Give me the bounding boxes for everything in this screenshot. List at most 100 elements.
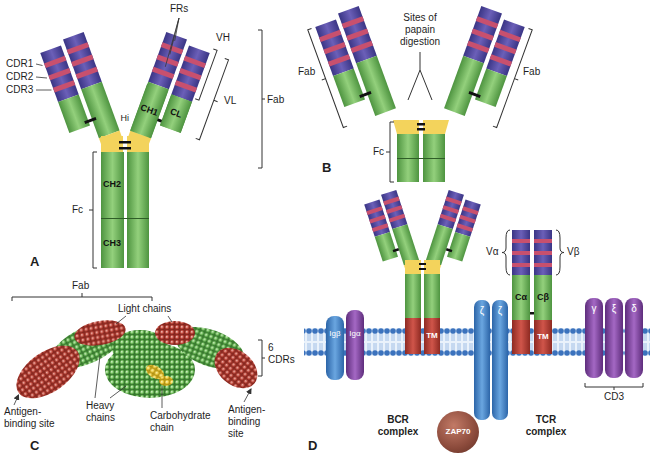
leader-line (95, 356, 100, 398)
bracket (493, 28, 536, 128)
chain-label: Carbohydrate chain (150, 410, 222, 434)
antibody-arm (48, 68, 70, 80)
light-chain-atoms (207, 340, 266, 397)
light-chain-atoms (7, 335, 89, 409)
site-label: Antigen-binding site (228, 404, 276, 440)
fc-stem (101, 136, 123, 152)
shape-text: TM (537, 333, 549, 342)
fc-stem (119, 141, 131, 144)
antibody-arm (58, 94, 90, 133)
bracket (195, 49, 217, 100)
shape-text: CL (169, 107, 184, 120)
bracket (556, 230, 564, 275)
fab-fragment (302, 6, 396, 129)
shape-text: Igα (349, 330, 360, 339)
fc-stem (101, 152, 123, 268)
bcr-antibody-arm (389, 214, 405, 223)
bcr-antibody-arm (455, 200, 481, 237)
antibody-arm (152, 67, 174, 79)
bcr-antibody-arm (457, 223, 473, 232)
tcr-chains (534, 230, 552, 275)
bracket (386, 122, 394, 182)
shape-text: ξ (612, 303, 616, 314)
panel-letter: A (30, 254, 39, 269)
kinase-circle: ZAP70 (437, 411, 479, 453)
complex-label: CD3 (604, 391, 624, 403)
fc-stem (127, 152, 149, 268)
fab-fragment (499, 30, 521, 42)
leader-line (36, 90, 52, 91)
fc-fragment (397, 158, 445, 159)
antibody-arm (184, 56, 206, 68)
tcr-chains (534, 320, 552, 354)
bcr-antibody-arm (375, 232, 398, 262)
antibody-arm (44, 56, 66, 68)
panel-letter: C (30, 438, 39, 453)
leader-line (162, 386, 163, 408)
tcr-chains (512, 251, 530, 255)
bracket (304, 28, 347, 128)
fab-fragment (346, 28, 368, 40)
tcr-chains (534, 239, 552, 243)
shape-text: Igβ (329, 330, 340, 339)
fc-domain: CH2 (101, 152, 124, 218)
tcr-chains (512, 275, 530, 320)
antibody-arm (179, 68, 201, 80)
cdr-label: CDR1 (6, 58, 33, 70)
bcr-antibody-arm (366, 206, 382, 215)
bracket (258, 30, 265, 168)
fab-fragment (319, 30, 341, 42)
leader-line (14, 395, 19, 405)
shape-text: CH3 (103, 239, 121, 249)
space-filling-model-panel-c (7, 293, 265, 409)
tcr-chains (512, 320, 530, 354)
transmembrane-segment: TM (424, 318, 440, 354)
panel-letter: D (308, 438, 317, 453)
shape-text: δ (631, 303, 637, 314)
leader-line (36, 77, 47, 78)
transmembrane-segment: TM (534, 320, 552, 354)
shape-text: CH2 (103, 180, 121, 190)
zeta-chain: ζ (474, 300, 490, 420)
fc-fragment (423, 120, 449, 134)
bcr-stem (419, 268, 426, 270)
antibody-arm (53, 80, 75, 92)
bcr-antibody-arm (369, 215, 385, 224)
leader-line (110, 386, 126, 398)
shape-text: ZAP70 (446, 428, 471, 437)
bcr-stem (405, 318, 421, 354)
tcr-chains (534, 275, 552, 320)
light-chain-atoms (72, 317, 127, 350)
antibody-arm (156, 54, 178, 66)
fragment-label: Fab (72, 280, 89, 292)
region-label: Vβ (567, 246, 579, 258)
fab-fragment (356, 56, 396, 116)
tcr-chains (534, 263, 552, 267)
tcr-constant-domain: Cα (512, 275, 530, 320)
bcr-antibody-arm (426, 224, 453, 265)
heavy-constant-domain: CH1 (130, 84, 168, 139)
bcr-antibody-arm (447, 232, 470, 262)
cdr-label: CDR2 (6, 71, 33, 83)
fab-fragment (328, 54, 350, 66)
leader-line (165, 18, 179, 67)
bcr-antibody-arm (393, 248, 399, 252)
bcr-antibody-arm (392, 224, 419, 265)
bracket (12, 293, 152, 301)
bcr-antibody-arm (372, 223, 388, 232)
bcr-antibody-arm (445, 197, 461, 206)
antibody-arm (175, 80, 197, 92)
fc-stem (119, 147, 131, 150)
papain-site-pointer (408, 52, 432, 100)
fragment-label: Fab (267, 94, 284, 106)
leader-line (116, 316, 126, 324)
fab-fragment (490, 54, 512, 66)
antibody-arm (39, 32, 123, 156)
antibody-arm (160, 94, 192, 133)
cdr-label: 6 CDRs (268, 342, 298, 366)
antibody-arm (40, 46, 78, 102)
bracket (89, 152, 97, 268)
antibody-panel-a (36, 18, 265, 268)
panel-letter: B (322, 160, 331, 175)
